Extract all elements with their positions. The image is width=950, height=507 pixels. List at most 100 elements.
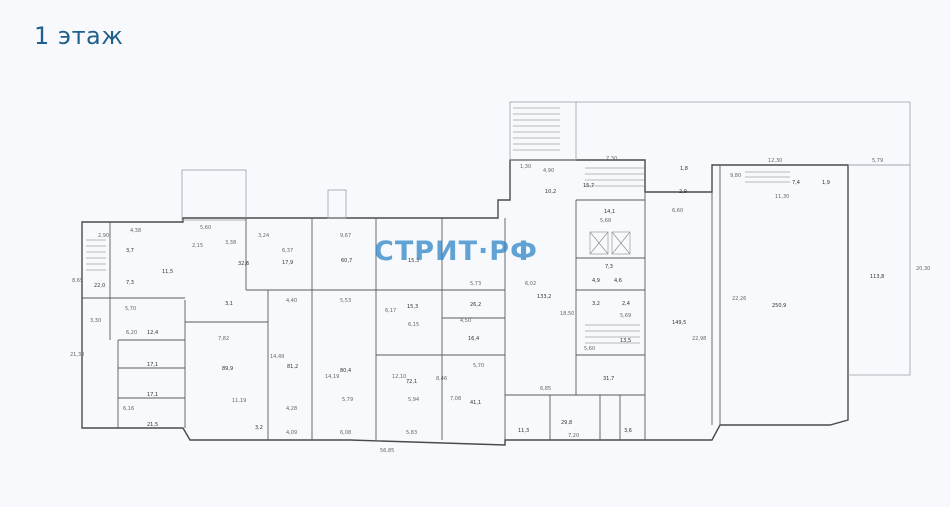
dimension-label: 12,30 (768, 158, 782, 164)
room-area: 31,7 (603, 376, 614, 382)
dimension-label: 5,60 (200, 225, 211, 231)
room-area: 15,7 (583, 183, 594, 189)
room-area: 1,8 (680, 166, 688, 172)
dimension-label: 22,26 (732, 296, 746, 302)
dimension-label: 22,98 (692, 336, 706, 342)
dimension-label: 6,20 (126, 330, 137, 336)
room-area: 11,3 (518, 428, 529, 434)
room-area: 1,9 (822, 180, 830, 186)
elevator-shafts (589, 231, 631, 255)
dimension-label: 2,15 (192, 243, 203, 249)
room-area: 16,4 (468, 336, 479, 342)
room-area: 21,5 (147, 422, 158, 428)
dimension-label: 5,68 (600, 218, 611, 224)
room-area: 17,1 (147, 362, 158, 368)
dimension-label: 7,82 (218, 336, 229, 342)
room-area: 14,1 (604, 209, 615, 215)
dimension-label: 14,49 (270, 354, 284, 360)
room-area: 2,9 (679, 189, 687, 195)
dimension-label: 3,30 (90, 318, 101, 324)
dimension-label: 5,60 (584, 346, 595, 352)
dimension-label: 21,30 (70, 352, 84, 358)
room-area: 15,3 (408, 258, 419, 264)
room-area: 13,5 (620, 338, 631, 344)
room-area: 29,8 (561, 420, 572, 426)
watermark-logo: СТРИТ·РФ (374, 236, 538, 267)
dimension-label: 6,17 (385, 308, 396, 314)
dimension-label: 6,08 (340, 430, 351, 436)
dimension-label: 4,50 (460, 318, 471, 324)
dimension-label: 8,46 (436, 376, 447, 382)
dimension-label: 6,60 (672, 208, 683, 214)
overall-width-label: 56,85 (380, 448, 394, 454)
dimension-label: 9,67 (340, 233, 351, 239)
dimension-label: 3,38 (225, 240, 236, 246)
dimension-label: 1,30 (520, 164, 531, 170)
dimension-label: 7,08 (450, 396, 461, 402)
room-area: 3,6 (624, 428, 632, 434)
dimension-label: 18,50 (560, 311, 574, 317)
room-area: 32,6 (238, 261, 249, 267)
page-title: 1 этаж (34, 22, 124, 50)
room-area: 80,4 (340, 368, 351, 374)
dimension-label: 3,24 (258, 233, 269, 239)
dimension-label: 14,19 (325, 374, 339, 380)
dimension-label: 4,38 (130, 228, 141, 234)
dimension-label: 5,94 (408, 397, 419, 403)
dimension-label: 9,80 (730, 173, 741, 179)
room-area: 17,1 (147, 392, 158, 398)
dimension-label: 11,30 (775, 194, 789, 200)
room-area: 149,5 (672, 320, 686, 326)
room-area: 12,4 (147, 330, 158, 336)
room-area: 89,9 (222, 366, 233, 372)
dimension-label: 6,37 (282, 248, 293, 254)
room-area: 60,7 (341, 258, 352, 264)
dimension-label: 4,90 (543, 168, 554, 174)
dimension-label: 6,02 (525, 281, 536, 287)
dimension-label: 5,79 (342, 397, 353, 403)
room-area: 72,1 (406, 379, 417, 385)
room-area: 250,9 (772, 303, 786, 309)
room-area: 7,3 (126, 280, 134, 286)
dimension-label: 6,85 (540, 386, 551, 392)
room-area: 4,9 (592, 278, 600, 284)
room-area: 26,2 (470, 302, 481, 308)
dimension-label: 11,19 (232, 398, 246, 404)
dimension-label: 7,20 (568, 433, 579, 439)
dimension-label: 5,70 (473, 363, 484, 369)
room-area: 7,3 (605, 264, 613, 270)
room-area: 3,2 (592, 301, 600, 307)
dimension-label: 4,28 (286, 406, 297, 412)
annex-outlines (181, 101, 911, 376)
dimension-label: 7,30 (606, 156, 617, 162)
outer-walls (81, 159, 849, 446)
dimension-label: 4,40 (286, 298, 297, 304)
room-labels: 113,8 133,2 15,7 14,1 4,9 4,6 3,2 2,4 7,… (94, 166, 884, 434)
room-area: 41,1 (470, 400, 481, 406)
dimension-label: 6,15 (408, 322, 419, 328)
room-area: 15,3 (407, 304, 418, 310)
room-area: 22,0 (94, 283, 105, 289)
room-area: 17,9 (282, 260, 293, 266)
room-area: 3,2 (255, 425, 263, 431)
room-area: 4,6 (614, 278, 622, 284)
dimension-labels: 56,85 5,60 3,38 2,15 3,24 6,37 9,67 4,38… (70, 156, 930, 454)
dimension-label: 12,10 (392, 374, 406, 380)
dimension-label: 8,65 (72, 278, 83, 284)
room-area: 10,2 (545, 189, 556, 195)
room-area: 2,4 (622, 301, 630, 307)
room-area: 113,8 (870, 274, 884, 280)
dimension-label: 4,09 (286, 430, 297, 436)
stairs (86, 107, 790, 344)
dimension-label: 20,30 (916, 266, 930, 272)
room-area: 133,2 (537, 294, 551, 300)
dimension-label: 5,79 (872, 158, 883, 164)
room-area: 3,7 (126, 248, 134, 254)
dimension-label: 5,73 (470, 281, 481, 287)
room-area: 7,4 (792, 180, 800, 186)
room-area: 11,5 (162, 269, 173, 275)
room-area: 3,1 (225, 301, 233, 307)
interior-walls (82, 165, 721, 440)
